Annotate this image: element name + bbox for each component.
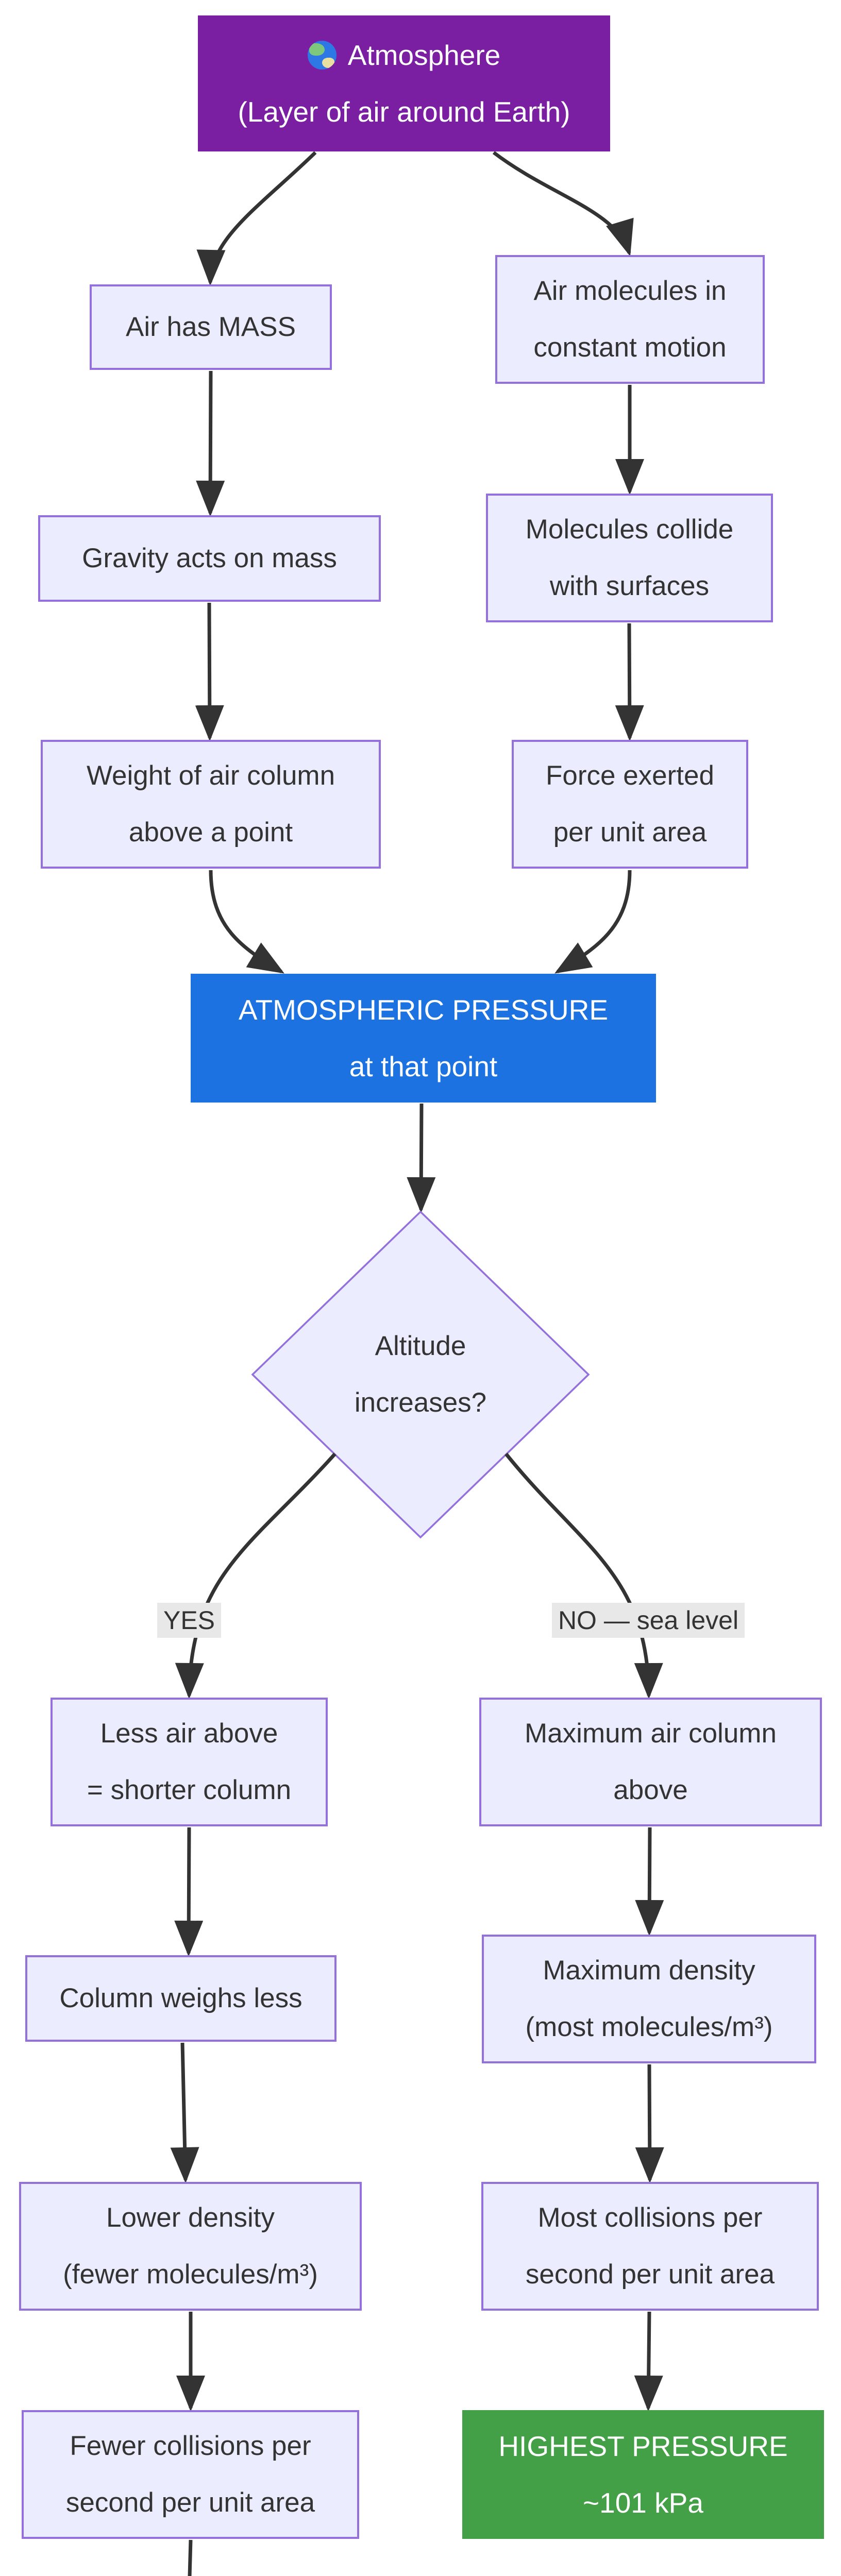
atmosphere-title: Atmosphere (347, 39, 501, 71)
decision-diamond (251, 1210, 590, 1539)
node-altitude-decision: Altitude increases? (354, 1331, 487, 1418)
edge-collide-force (615, 623, 644, 741)
node-column-weighs: Column weighs less (25, 1955, 337, 2042)
edge-fewercollisions-lower (188, 2539, 193, 2576)
edge-altitude-yes (175, 1452, 337, 1699)
edge-gravity-weight (195, 602, 224, 741)
edge-airmass-gravity (196, 370, 225, 517)
node-highest-pressure: HIGHEST PRESSURE ~101 kPa (462, 2410, 824, 2539)
node-atmosphere: Atmosphere (Layer of air around Earth) (198, 15, 610, 151)
node-gravity: Gravity acts on mass (38, 515, 381, 602)
edge-mostcollisions-highest (634, 2311, 663, 2412)
node-max-density: Maximum density (most molecules/m³) (482, 1935, 816, 2063)
edge-pressure-altitude (407, 1103, 436, 1213)
edge-weight-pressure (209, 870, 284, 974)
edge-maxdensity-mostcollisions (635, 2064, 664, 2183)
globe-earth-icon (307, 41, 337, 70)
node-force: Force exerted per unit area (512, 740, 748, 869)
node-less-air: Less air above = shorter column (51, 1698, 328, 1826)
node-fewer-collisions: Fewer collisions per second per unit are… (22, 2410, 359, 2539)
edge-maxcolumn-maxdensity (635, 1827, 664, 1936)
node-most-collisions: Most collisions per second per unit area (481, 2182, 819, 2311)
edge-label-yes: YES (157, 1603, 222, 1638)
edge-altitude-no (504, 1452, 663, 1699)
node-molecules-collide: Molecules collide with surfaces (486, 494, 773, 622)
atmosphere-subtitle: (Layer of air around Earth) (238, 96, 570, 128)
edge-label-no: NO — sea level (551, 1603, 745, 1638)
node-lower-density: Lower density (fewer molecules/m³) (19, 2182, 362, 2311)
node-atmospheric-pressure: ATMOSPHERIC PRESSURE at that point (191, 974, 656, 1103)
edge-atmosphere-airmass (196, 151, 317, 286)
edge-force-pressure (554, 870, 632, 974)
edge-weighs-lowerdensity (170, 2042, 199, 2183)
edge-atmosphere-airmolecules (492, 151, 634, 257)
node-weight: Weight of air column above a point (41, 740, 381, 869)
node-max-column: Maximum air column above (479, 1698, 822, 1826)
node-air-mass: Air has MASS (90, 284, 332, 370)
node-air-molecules: Air molecules in constant motion (495, 255, 765, 384)
